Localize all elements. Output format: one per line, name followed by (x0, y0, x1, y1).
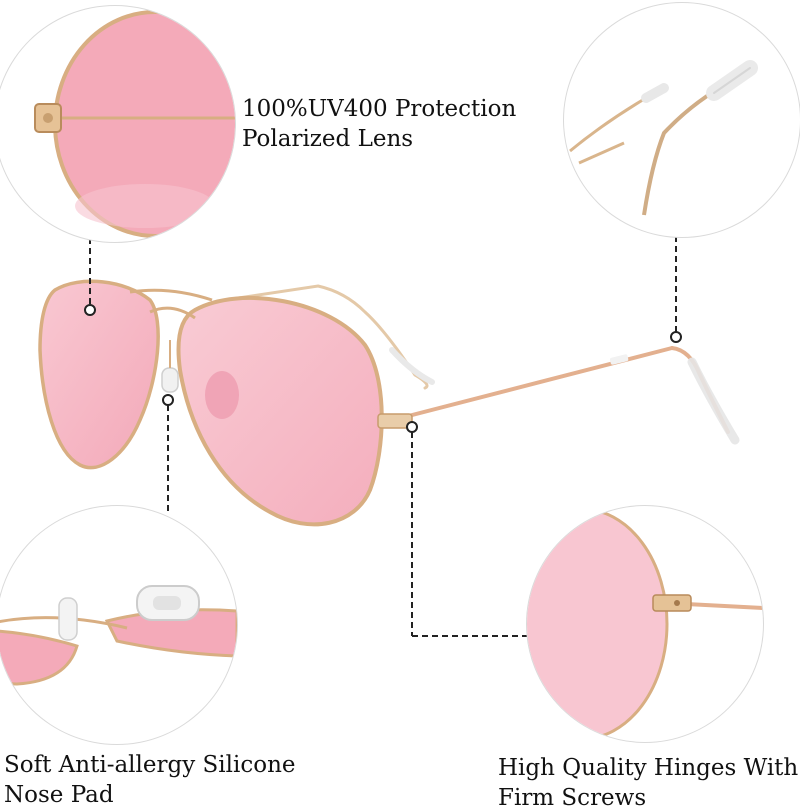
temple-closeup-circle (563, 2, 800, 238)
nose-pad-callout-line1: Soft Anti-allergy Silicone (4, 752, 296, 778)
hinges-callout: High Quality Hinges With Firm Screws (498, 753, 798, 808)
hinges-callout-line1: High Quality Hinges With (498, 755, 799, 781)
nose-pad-leader-line (162, 394, 174, 515)
lens-leader-line (84, 238, 96, 316)
left-lens (38, 279, 160, 470)
nose-pad-closeup-circle (0, 505, 238, 745)
lower-bridge (149, 306, 196, 320)
closeup-nose-pad-left (58, 597, 78, 641)
far-temple-arm (223, 284, 429, 390)
right-lens (176, 295, 384, 527)
hinge-closeup-circle (526, 505, 764, 743)
hinge-leader-line (406, 421, 528, 637)
lens-callout-line1: 100%UV400 Protection (242, 96, 517, 122)
nose-pad-callout: Soft Anti-allergy Silicone Nose Pad (4, 750, 296, 808)
lens-reflection (205, 371, 239, 419)
near-temple-tip (687, 357, 740, 445)
far-temple-tip (389, 347, 435, 385)
nose-pad (161, 367, 179, 393)
hinges-callout-line2: Firm Screws (498, 785, 647, 808)
lens-callout-line2: Polarized Lens (242, 126, 414, 152)
closeup-temple-bend (642, 79, 733, 216)
temple-leader-line (670, 236, 682, 343)
lens-callout: 100%UV400 Protection Polarized Lens (242, 94, 516, 154)
top-bridge-bar (129, 288, 213, 302)
lens-closeup-circle (0, 5, 236, 243)
closeup-hinge-screw (652, 594, 692, 612)
nose-pad-callout-line2: Nose Pad (4, 782, 114, 808)
